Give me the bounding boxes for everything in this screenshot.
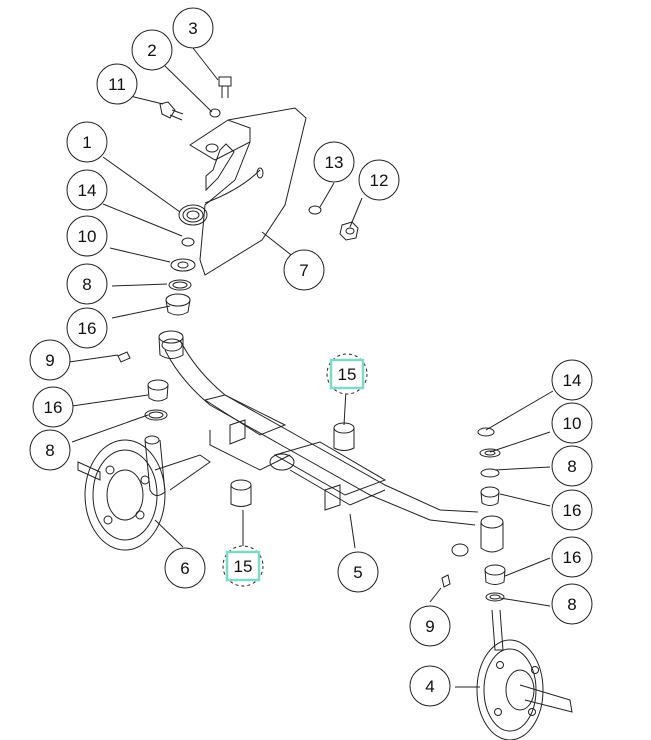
callout-number: 13 [325, 153, 344, 172]
callout-16: 16 [551, 489, 593, 531]
callout-circle [131, 29, 173, 71]
bracket-plate [189, 107, 307, 276]
callout-number: 9 [45, 351, 54, 370]
callout-16: 16 [32, 386, 74, 428]
callout-circle [172, 7, 214, 49]
callout-number: 10 [563, 414, 582, 433]
callout-number: 14 [78, 181, 97, 200]
callout-11: 11 [96, 63, 138, 105]
left-spindle-hub [77, 435, 211, 551]
callout-10: 10 [551, 402, 593, 444]
callout-10: 10 [66, 215, 108, 257]
callout-number: 16 [563, 548, 582, 567]
callout-circle [313, 141, 355, 183]
callout-circle [551, 583, 593, 625]
highlight-box [329, 358, 365, 390]
callout-number: 16 [563, 501, 582, 520]
callout-9: 9 [29, 339, 71, 381]
callout-circle [66, 307, 108, 349]
callout-1: 1 [66, 121, 108, 163]
left-small-parts [117, 204, 208, 421]
callout-circle [283, 249, 325, 291]
callout-circle [551, 402, 593, 444]
callout-number: 4 [425, 677, 434, 696]
callout-circle [551, 489, 593, 531]
callout-number: 16 [44, 398, 63, 417]
callout-circle [29, 339, 71, 381]
leader-lines [68, 47, 554, 688]
callout-12: 12 [358, 159, 400, 201]
callout-circle [337, 551, 379, 593]
callout-4: 4 [409, 665, 451, 707]
callout-circle [66, 263, 108, 305]
callout-8: 8 [29, 429, 71, 471]
callout-3: 3 [172, 7, 214, 49]
callout-number: 1 [82, 133, 91, 152]
callout-number: 5 [353, 563, 362, 582]
hardware-bolts [159, 76, 359, 241]
callout-circle [551, 359, 593, 401]
callout-number: 7 [299, 261, 308, 280]
callout-number: 15 [338, 365, 357, 384]
callout-circle [32, 386, 74, 428]
callout-number: 16 [78, 319, 97, 338]
callout-circle [551, 536, 593, 578]
callout-circle [409, 665, 451, 707]
callout-number: 2 [147, 41, 156, 60]
callout-number: 8 [567, 457, 576, 476]
highlight-box [225, 550, 261, 582]
callout-15: 15 [326, 353, 368, 395]
callout-2: 2 [131, 29, 173, 71]
callout-6: 6 [164, 547, 206, 589]
callout-circle [358, 159, 400, 201]
callout-13: 13 [313, 141, 355, 183]
callout-8: 8 [66, 263, 108, 305]
pivot-pins [230, 422, 355, 507]
callout-7: 7 [283, 249, 325, 291]
callout-number: 8 [82, 275, 91, 294]
callout-5: 5 [337, 551, 379, 593]
right-spindle-hub [476, 609, 573, 740]
callout-14: 14 [551, 359, 593, 401]
callout-number: 11 [108, 75, 126, 94]
callout-number: 8 [45, 441, 54, 460]
callout-number: 10 [78, 227, 97, 246]
callout-number: 15 [234, 557, 253, 576]
callout-circle [96, 63, 138, 105]
callout-number: 14 [563, 371, 582, 390]
right-small-parts [441, 427, 506, 602]
callout-number: 3 [188, 19, 197, 38]
callout-circle [66, 215, 108, 257]
callout-circle [409, 605, 451, 647]
callout-circle [551, 445, 593, 487]
callout-circle [29, 429, 71, 471]
callout-8: 8 [551, 445, 593, 487]
callout-16: 16 [551, 536, 593, 578]
callout-16: 16 [66, 307, 108, 349]
callout-number: 6 [180, 559, 189, 578]
callout-14: 14 [66, 169, 108, 211]
callout-number: 8 [567, 595, 576, 614]
callout-circle [66, 169, 108, 211]
axle-beam [161, 338, 479, 526]
callout-9: 9 [409, 605, 451, 647]
callout-circle [66, 121, 108, 163]
callout-number: 9 [425, 617, 434, 636]
callout-number: 12 [370, 171, 389, 190]
callout-8: 8 [551, 583, 593, 625]
callout-15: 15 [222, 545, 264, 587]
callout-circle [164, 547, 206, 589]
